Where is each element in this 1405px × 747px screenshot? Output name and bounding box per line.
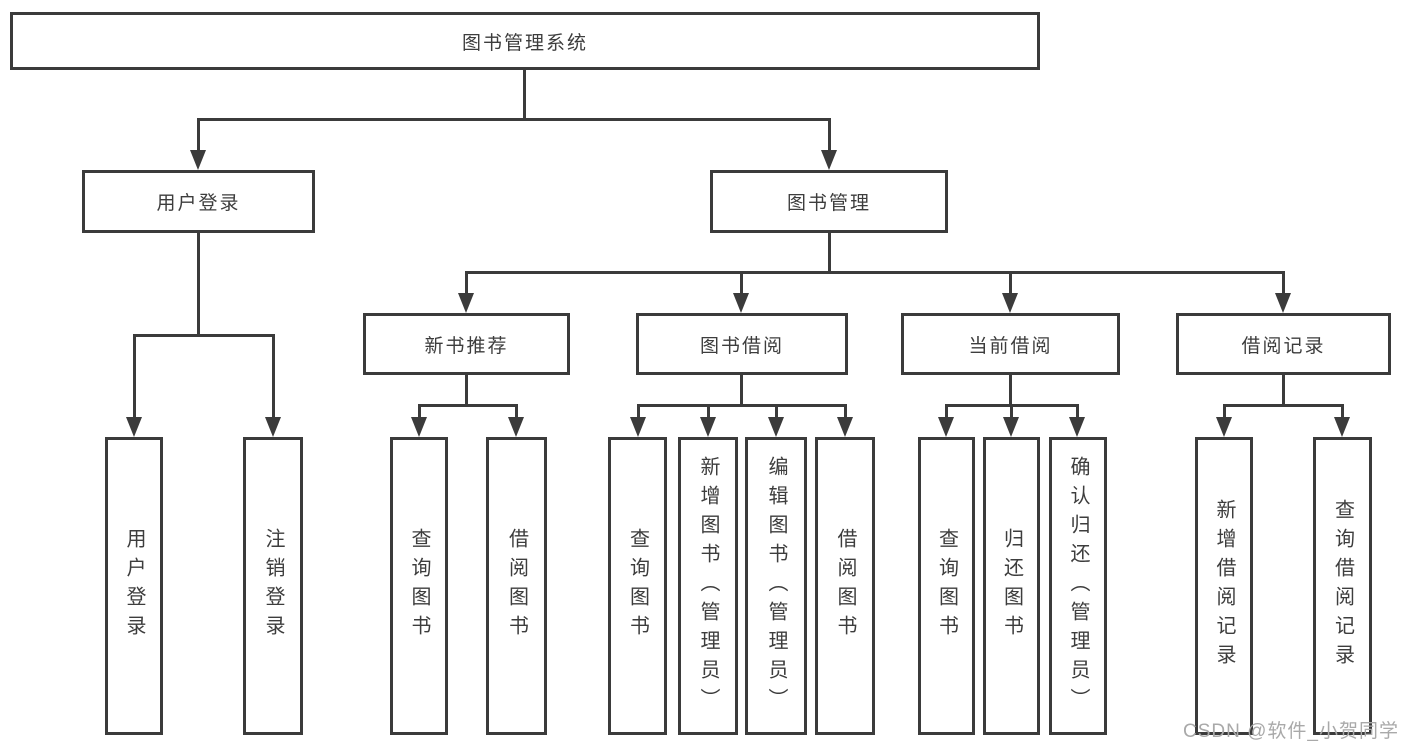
connector-line xyxy=(740,271,743,295)
connector-line xyxy=(775,404,778,419)
connector-line xyxy=(1282,271,1285,295)
connector-line xyxy=(707,404,710,419)
node-borrow-records: 借阅记录 xyxy=(1176,313,1391,375)
arrow-down-icon xyxy=(1003,417,1019,437)
arrow-down-icon xyxy=(733,293,749,313)
connector-line xyxy=(197,118,831,121)
arrow-down-icon xyxy=(1275,293,1291,313)
connector-line xyxy=(523,70,526,121)
leaf-query-book-1: 查询图书 xyxy=(390,437,448,735)
leaf-confirm-return-admin: 确认归还（管理员） xyxy=(1049,437,1107,735)
arrow-down-icon xyxy=(821,150,837,170)
leaf-add-borrow-record-label: 新增借阅记录 xyxy=(1213,499,1235,673)
leaf-add-book-admin: 新增图书（管理员） xyxy=(678,437,738,735)
node-book-borrow: 图书借阅 xyxy=(636,313,848,375)
leaf-query-book-2: 查询图书 xyxy=(608,437,667,735)
leaf-logout-label: 注销登录 xyxy=(262,528,284,644)
arrow-down-icon xyxy=(630,417,646,437)
connector-line xyxy=(637,404,640,419)
arrow-down-icon xyxy=(1002,293,1018,313)
connector-line xyxy=(1009,271,1012,295)
connector-line xyxy=(945,404,948,419)
connector-line xyxy=(272,334,275,419)
arrow-down-icon xyxy=(768,417,784,437)
connector-line xyxy=(465,271,1285,274)
connector-line xyxy=(637,404,847,407)
arrow-down-icon xyxy=(508,417,524,437)
arrow-down-icon xyxy=(938,417,954,437)
leaf-return-book: 归还图书 xyxy=(983,437,1040,735)
arrow-down-icon xyxy=(837,417,853,437)
leaf-query-book-2-label: 查询图书 xyxy=(626,528,649,644)
leaf-borrow-book-2: 借阅图书 xyxy=(815,437,875,735)
node-book-management-label: 图书管理 xyxy=(786,193,871,214)
node-book-borrow-label: 图书借阅 xyxy=(699,335,784,357)
arrow-down-icon xyxy=(265,417,281,437)
node-user-login-label: 用户登录 xyxy=(156,193,241,214)
leaf-query-book-1-label: 查询图书 xyxy=(408,528,430,644)
connector-line xyxy=(1223,404,1226,419)
node-root-label: 图书管理系统 xyxy=(461,32,588,54)
leaf-borrow-book-1: 借阅图书 xyxy=(486,437,547,735)
connector-line xyxy=(1010,404,1013,419)
leaf-logout: 注销登录 xyxy=(243,437,303,735)
leaf-borrow-book-1-label: 借阅图书 xyxy=(505,528,528,644)
connector-line xyxy=(418,404,421,419)
arrow-down-icon xyxy=(458,293,474,313)
leaf-query-book-3: 查询图书 xyxy=(918,437,975,735)
leaf-add-book-admin-label: 新增图书（管理员） xyxy=(697,455,719,717)
connector-line xyxy=(133,334,275,337)
connector-line xyxy=(1341,404,1344,419)
leaf-borrow-book-2-label: 借阅图书 xyxy=(834,528,856,644)
arrow-down-icon xyxy=(126,417,142,437)
node-current-borrow: 当前借阅 xyxy=(901,313,1120,375)
leaf-add-borrow-record: 新增借阅记录 xyxy=(1195,437,1253,735)
connector-line xyxy=(740,375,743,407)
connector-line xyxy=(418,404,517,407)
connector-line xyxy=(1282,375,1285,407)
connector-line xyxy=(1223,404,1343,407)
connector-line xyxy=(1009,375,1012,407)
node-new-book-recommend-label: 新书推荐 xyxy=(424,335,509,357)
leaf-query-borrow-record: 查询借阅记录 xyxy=(1313,437,1372,735)
arrow-down-icon xyxy=(700,417,716,437)
node-user-login: 用户登录 xyxy=(82,170,315,233)
leaf-user-login: 用户登录 xyxy=(105,437,163,735)
node-new-book-recommend: 新书推荐 xyxy=(363,313,570,375)
connector-line xyxy=(844,404,847,419)
leaf-user-login-label: 用户登录 xyxy=(123,528,145,644)
connector-line xyxy=(828,118,831,152)
connector-line xyxy=(197,233,200,337)
node-book-management: 图书管理 xyxy=(710,170,948,233)
connector-line xyxy=(1076,404,1079,419)
leaf-edit-book-admin: 编辑图书（管理员） xyxy=(745,437,807,735)
node-borrow-records-label: 借阅记录 xyxy=(1241,335,1326,357)
arrow-down-icon xyxy=(190,150,206,170)
csdn-watermark: CSDN @软件_小贺同学 xyxy=(1183,721,1399,742)
connector-line xyxy=(465,271,468,295)
arrow-down-icon xyxy=(411,417,427,437)
leaf-return-book-label: 归还图书 xyxy=(1000,528,1023,644)
node-current-borrow-label: 当前借阅 xyxy=(968,335,1053,357)
connector-line xyxy=(465,375,468,407)
leaf-confirm-return-admin-label: 确认归还（管理员） xyxy=(1067,455,1089,717)
leaf-query-book-3-label: 查询图书 xyxy=(935,528,958,644)
leaf-query-borrow-record-label: 查询借阅记录 xyxy=(1331,499,1354,673)
leaf-edit-book-admin-label: 编辑图书（管理员） xyxy=(765,455,787,717)
node-root: 图书管理系统 xyxy=(10,12,1040,70)
connector-line xyxy=(828,233,831,274)
arrow-down-icon xyxy=(1069,417,1085,437)
arrow-down-icon xyxy=(1216,417,1232,437)
connector-line xyxy=(515,404,518,419)
connector-line xyxy=(133,334,136,419)
arrow-down-icon xyxy=(1334,417,1350,437)
connector-line xyxy=(197,118,200,152)
